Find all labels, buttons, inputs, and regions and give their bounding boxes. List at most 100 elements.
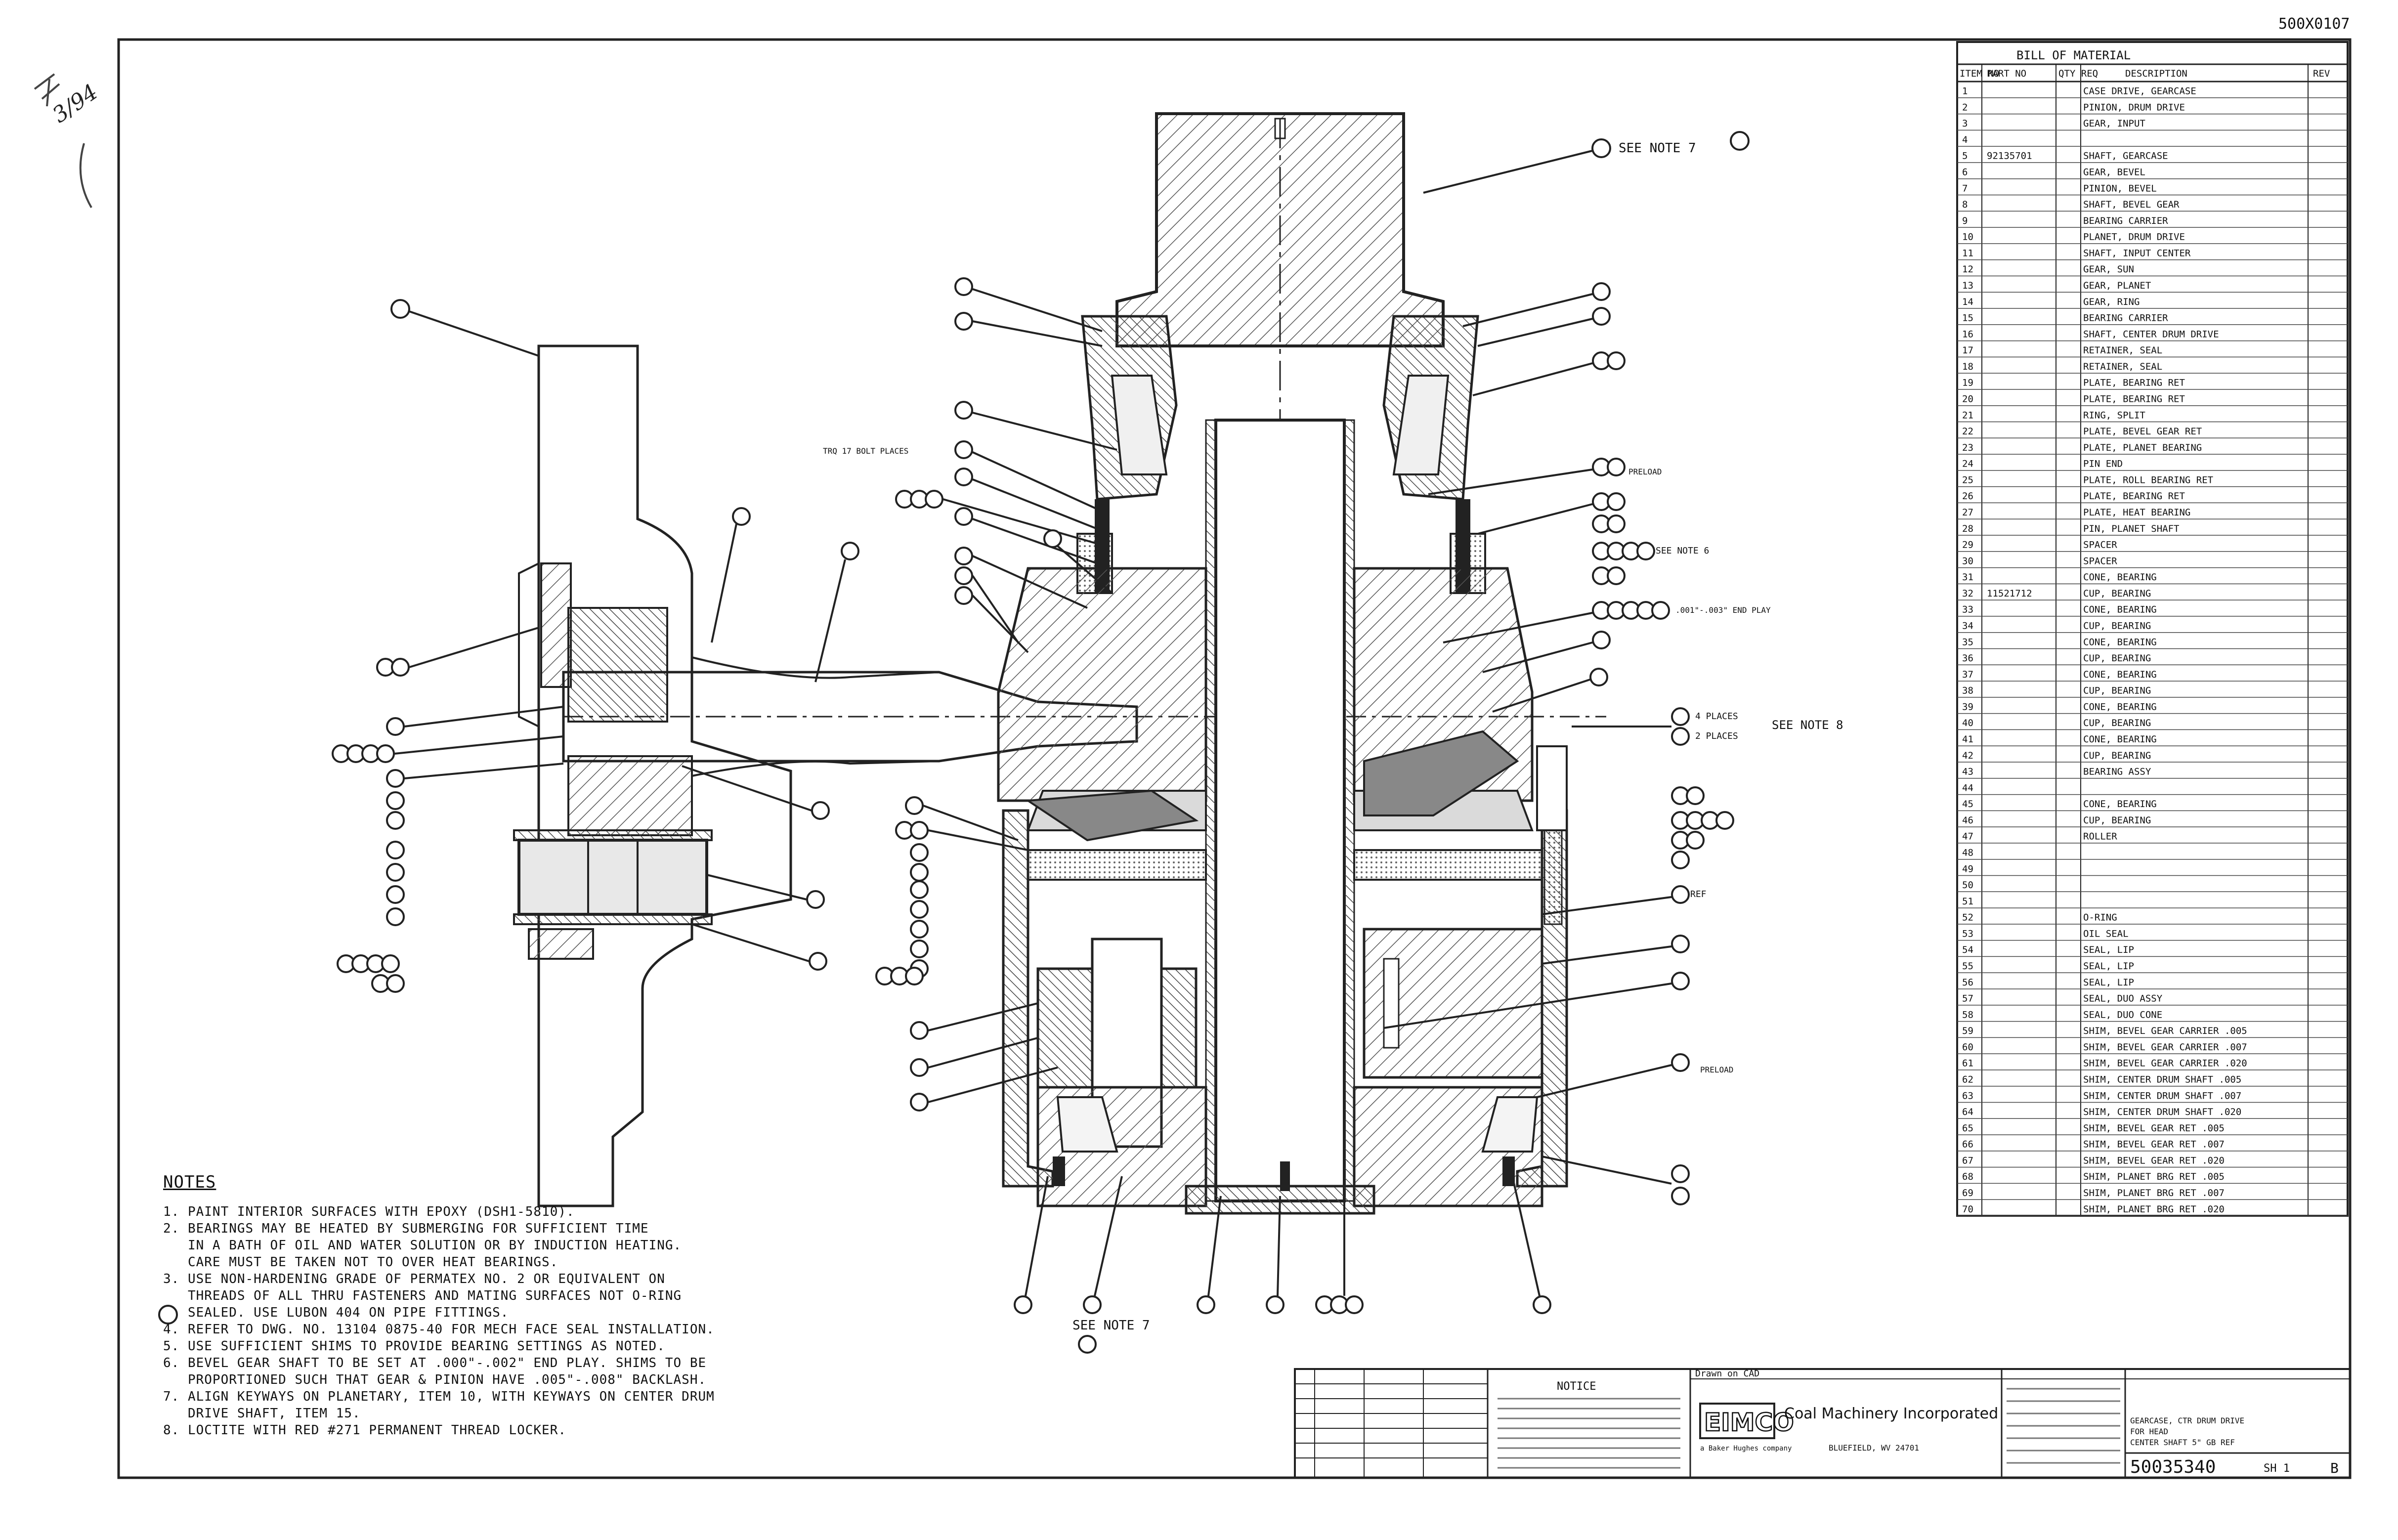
company-name: Coal Machinery Incorporated	[1784, 1405, 1998, 1422]
bom-description: SPACER	[2083, 540, 2117, 551]
note-8: 8. LOCTITE WITH RED #271 PERMANENT THREA…	[163, 1423, 567, 1438]
bom-description: SEAL, DUO CONE	[2083, 1009, 2162, 1020]
bom-item-no: 25	[1962, 474, 1973, 485]
callout-4-places: 4 PLACES	[1695, 711, 1738, 722]
bom-item-no: 29	[1962, 540, 1973, 551]
callout-see-note-8: SEE NOTE 8	[1772, 718, 1843, 732]
bom-item-no: 7	[1962, 183, 1968, 194]
bom-part-no: 11521712	[1987, 588, 2032, 599]
bom-item-no: 55	[1962, 961, 1973, 972]
drawing-number: 50035340	[2130, 1457, 2216, 1477]
bom-description: PLATE, BEVEL GEAR RET	[2083, 426, 2202, 437]
bom-item-no: 40	[1962, 718, 1973, 728]
bom-description: PIN END	[2083, 459, 2123, 470]
bom-description: CUP, BEARING	[2083, 685, 2151, 696]
bom-description: CUP, BEARING	[2083, 750, 2151, 761]
title-line-3: CENTER SHAFT 5" GB REF	[2130, 1438, 2235, 1447]
notes-title: NOTES	[163, 1172, 216, 1192]
bom-item-no: 19	[1962, 378, 1973, 388]
bom-description: SHIM, PLANET BRG RET .007	[2083, 1188, 2225, 1198]
bom-item-no: 14	[1962, 297, 1973, 307]
bom-description: SHIM, BEVEL GEAR RET .005	[2083, 1123, 2225, 1134]
bom-description: SEAL, LIP	[2083, 977, 2134, 988]
bom-description: PINION, DRUM DRIVE	[2083, 102, 2185, 113]
bom-item-no: 49	[1962, 863, 1973, 874]
bom-item-no: 45	[1962, 799, 1973, 810]
bom-item-no: 35	[1962, 637, 1973, 647]
bom-description: SEAL, LIP	[2083, 944, 2134, 955]
bom-item-no: 57	[1962, 993, 1973, 1004]
bom-item-no: 5	[1962, 151, 1968, 162]
bom-item-no: 11	[1962, 248, 1973, 258]
note-3: 3. USE NON-HARDENING GRADE OF PERMATEX N…	[163, 1272, 682, 1320]
bom-item-no: 17	[1962, 345, 1973, 356]
bom-item-no: 59	[1962, 1026, 1973, 1036]
bom-description: GEAR, BEVEL	[2083, 167, 2145, 178]
callout-see-note-7-top: SEE NOTE 7	[1619, 141, 1696, 156]
bom-description: SHIM, PLANET BRG RET .020	[2083, 1204, 2225, 1215]
title-line-2: FOR HEAD	[2130, 1427, 2168, 1436]
bom-description: PLATE, BEARING RET	[2083, 491, 2185, 502]
bom-header-1: PART NO	[1987, 68, 2026, 79]
bom-item-no: 22	[1962, 426, 1973, 437]
bom-description: RETAINER, SEAL	[2083, 345, 2162, 356]
bom-description: PLATE, HEAT BEARING	[2083, 507, 2190, 518]
bom-description: SEAL, LIP	[2083, 961, 2134, 972]
callout-2-places: 2 PLACES	[1695, 731, 1738, 741]
bom-item-no: 67	[1962, 1155, 1973, 1166]
notice-title: NOTICE	[1557, 1380, 1596, 1393]
bom-item-no: 37	[1962, 669, 1973, 680]
callout-preload-1: PRELOAD	[1628, 467, 1662, 476]
bom-item-no: 66	[1962, 1139, 1973, 1150]
bom-item-no: 63	[1962, 1090, 1973, 1101]
title-block: NOTICE Drawn on CAD EIMCO a Baker Hughes…	[1294, 1368, 2351, 1479]
bom-item-no: 58	[1962, 1009, 1973, 1020]
bom-description: SEAL, DUO ASSY	[2083, 993, 2163, 1004]
bom-item-no: 15	[1962, 313, 1973, 324]
bom-description: RETAINER, SEAL	[2083, 361, 2162, 372]
bom-description: RING, SPLIT	[2083, 410, 2145, 421]
bom-item-no: 54	[1962, 944, 1973, 955]
bom-description: SHIM, CENTER DRUM SHAFT .020	[2083, 1107, 2241, 1117]
bom-description: SHIM, PLANET BRG RET .005	[2083, 1171, 2225, 1182]
bom-description: CONE, BEARING	[2083, 669, 2157, 680]
bom-header-3: DESCRIPTION	[2125, 68, 2187, 79]
bom-description: GEAR, SUN	[2083, 264, 2134, 275]
bom-item-no: 41	[1962, 734, 1973, 745]
bom-description: CONE, BEARING	[2083, 604, 2157, 615]
bom-description: O-RING	[2083, 912, 2117, 923]
bom-header-0: ITEM NO	[1960, 68, 1999, 79]
bom-item-no: 61	[1962, 1058, 1973, 1069]
bom-description: SHIM, BEVEL GEAR CARRIER .020	[2083, 1058, 2247, 1069]
bom-description: PLATE, BEARING RET	[2083, 394, 2185, 405]
bom-item-no: 4	[1962, 134, 1968, 145]
bom-item-no: 39	[1962, 701, 1973, 712]
bom-description: CUP, BEARING	[2083, 621, 2151, 632]
bom-item-no: 34	[1962, 621, 1973, 632]
callout-ref: REF	[1690, 889, 1707, 899]
drawing-border	[117, 38, 2352, 1479]
bom-item-no: 51	[1962, 896, 1973, 907]
bom-description: GEAR, PLANET	[2083, 280, 2151, 291]
bom-description: PLATE, ROLL BEARING RET	[2083, 474, 2213, 485]
bom-item-no: 44	[1962, 782, 1973, 793]
bom-description: SHAFT, INPUT CENTER	[2083, 248, 2191, 258]
bom-description: SHIM, BEVEL GEAR RET .007	[2083, 1139, 2225, 1150]
callout-torque: TRQ 17 BOLT PLACES	[823, 446, 908, 456]
bom-description: PLANET, DRUM DRIVE	[2083, 232, 2185, 243]
bom-description: SHAFT, BEVEL GEAR	[2083, 199, 2180, 210]
note-2: 2. BEARINGS MAY BE HEATED BY SUBMERGING …	[163, 1221, 682, 1270]
bom-item-no: 32	[1962, 588, 1973, 599]
note-7: 7. ALIGN KEYWAYS ON PLANETARY, ITEM 10, …	[163, 1389, 715, 1421]
bom-item-no: 12	[1962, 264, 1973, 275]
bom-item-no: 3	[1962, 118, 1968, 129]
bom-description: BEARING CARRIER	[2083, 313, 2168, 324]
bom-description: CONE, BEARING	[2083, 701, 2157, 712]
bom-item-no: 31	[1962, 572, 1973, 583]
bom-item-no: 20	[1962, 394, 1973, 405]
note-1: 1. PAINT INTERIOR SURFACES WITH EPOXY (D…	[163, 1204, 575, 1219]
bom-description: BEARING CARRIER	[2083, 215, 2168, 226]
bom-description: PIN, PLANET SHAFT	[2083, 523, 2179, 534]
bom-header-4: REV	[2313, 68, 2330, 79]
